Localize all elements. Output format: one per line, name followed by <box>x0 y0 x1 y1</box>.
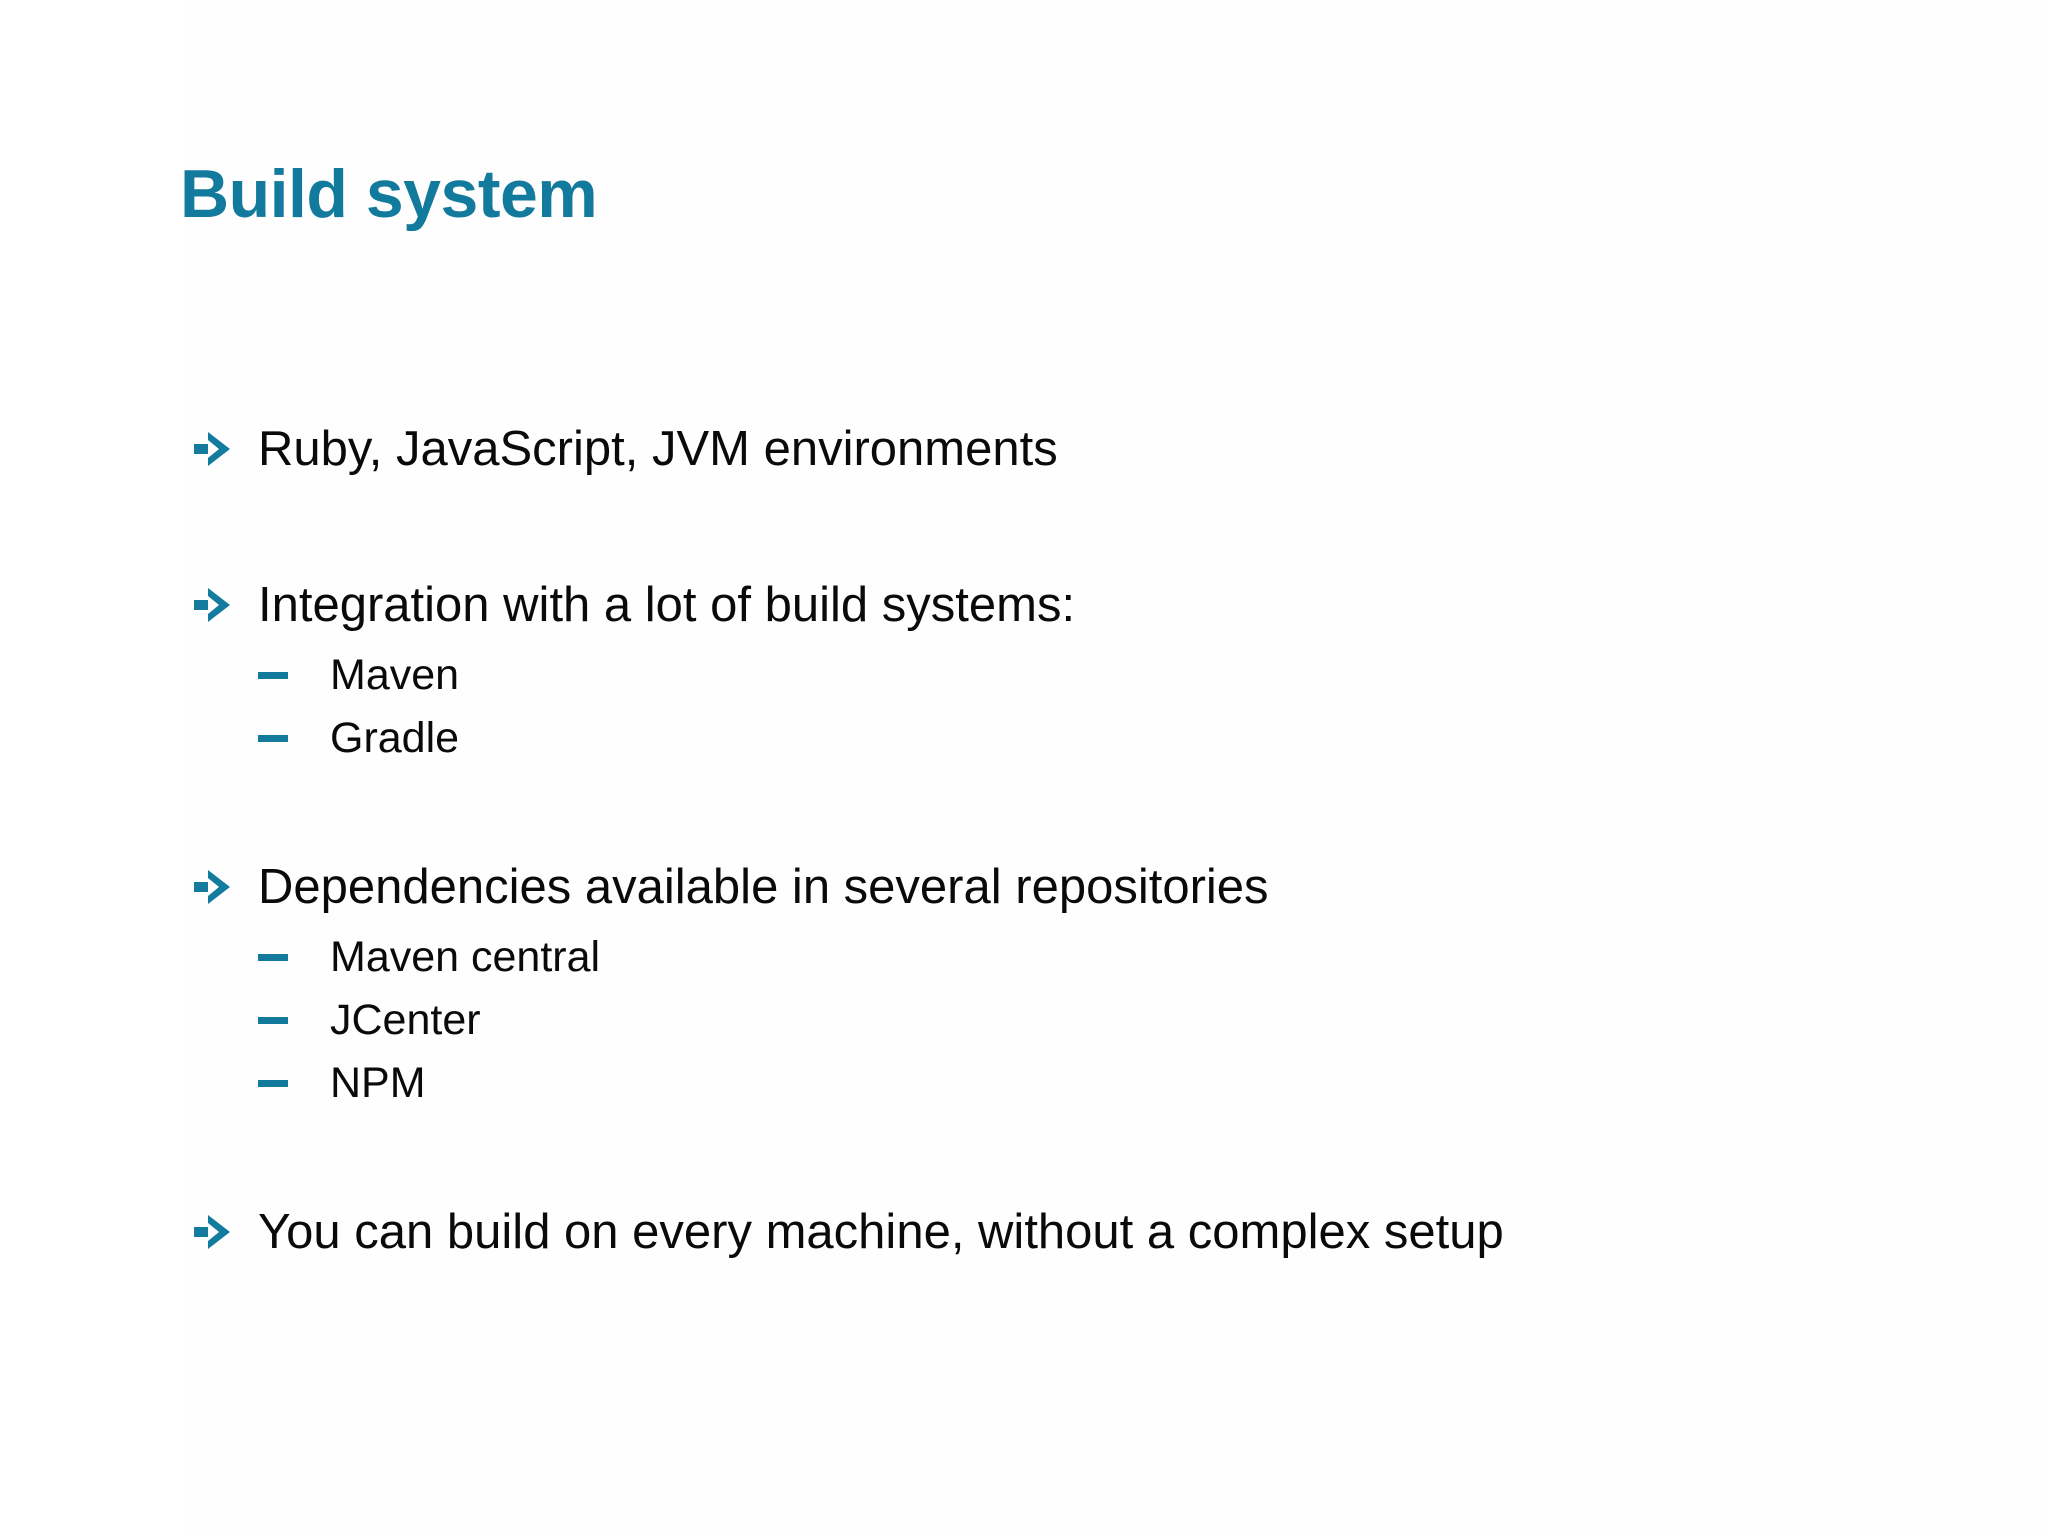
list-item[interactable]: NPM <box>190 1052 1990 1115</box>
arrow-bullet-icon <box>190 1193 258 1271</box>
list-item[interactable]: You can build on every machine, without … <box>190 1193 1990 1271</box>
bullet-list: Ruby, JavaScript, JVM environments Integ… <box>190 410 1990 1271</box>
list-item-label: Dependencies available in several reposi… <box>258 860 1269 914</box>
list-item-label: Ruby, JavaScript, JVM environments <box>258 422 1058 476</box>
list-item-label: You can build on every machine, without … <box>258 1205 1504 1259</box>
list-item-label: Gradle <box>330 714 460 762</box>
arrow-bullet-icon <box>190 410 258 488</box>
list-item[interactable]: Maven central <box>190 926 1990 989</box>
list-item[interactable]: Maven <box>190 644 1990 707</box>
dash-bullet-icon <box>258 1052 330 1115</box>
list-item-label: Integration with a lot of build systems: <box>258 578 1076 632</box>
list-spacer <box>190 770 1990 848</box>
list-item-label: NPM <box>330 1059 426 1107</box>
content-panel <box>190 0 2048 1536</box>
list-item[interactable]: Dependencies available in several reposi… <box>190 848 1990 926</box>
list-item[interactable]: Integration with a lot of build systems: <box>190 566 1990 644</box>
page-title: Build system <box>180 156 598 232</box>
list-item[interactable]: Gradle <box>190 707 1990 770</box>
list-item[interactable]: Ruby, JavaScript, JVM environments <box>190 410 1990 488</box>
list-spacer <box>190 488 1990 566</box>
list-spacer <box>190 1115 1990 1193</box>
dash-bullet-icon <box>258 926 330 989</box>
dash-bullet-icon <box>258 707 330 770</box>
list-item-label: Maven central <box>330 933 601 981</box>
list-item-label: Maven <box>330 651 460 699</box>
list-item-label: JCenter <box>330 996 481 1044</box>
arrow-bullet-icon <box>190 848 258 926</box>
dash-bullet-icon <box>258 644 330 707</box>
arrow-bullet-icon <box>190 566 258 644</box>
dash-bullet-icon <box>258 989 330 1052</box>
list-item[interactable]: JCenter <box>190 989 1990 1052</box>
